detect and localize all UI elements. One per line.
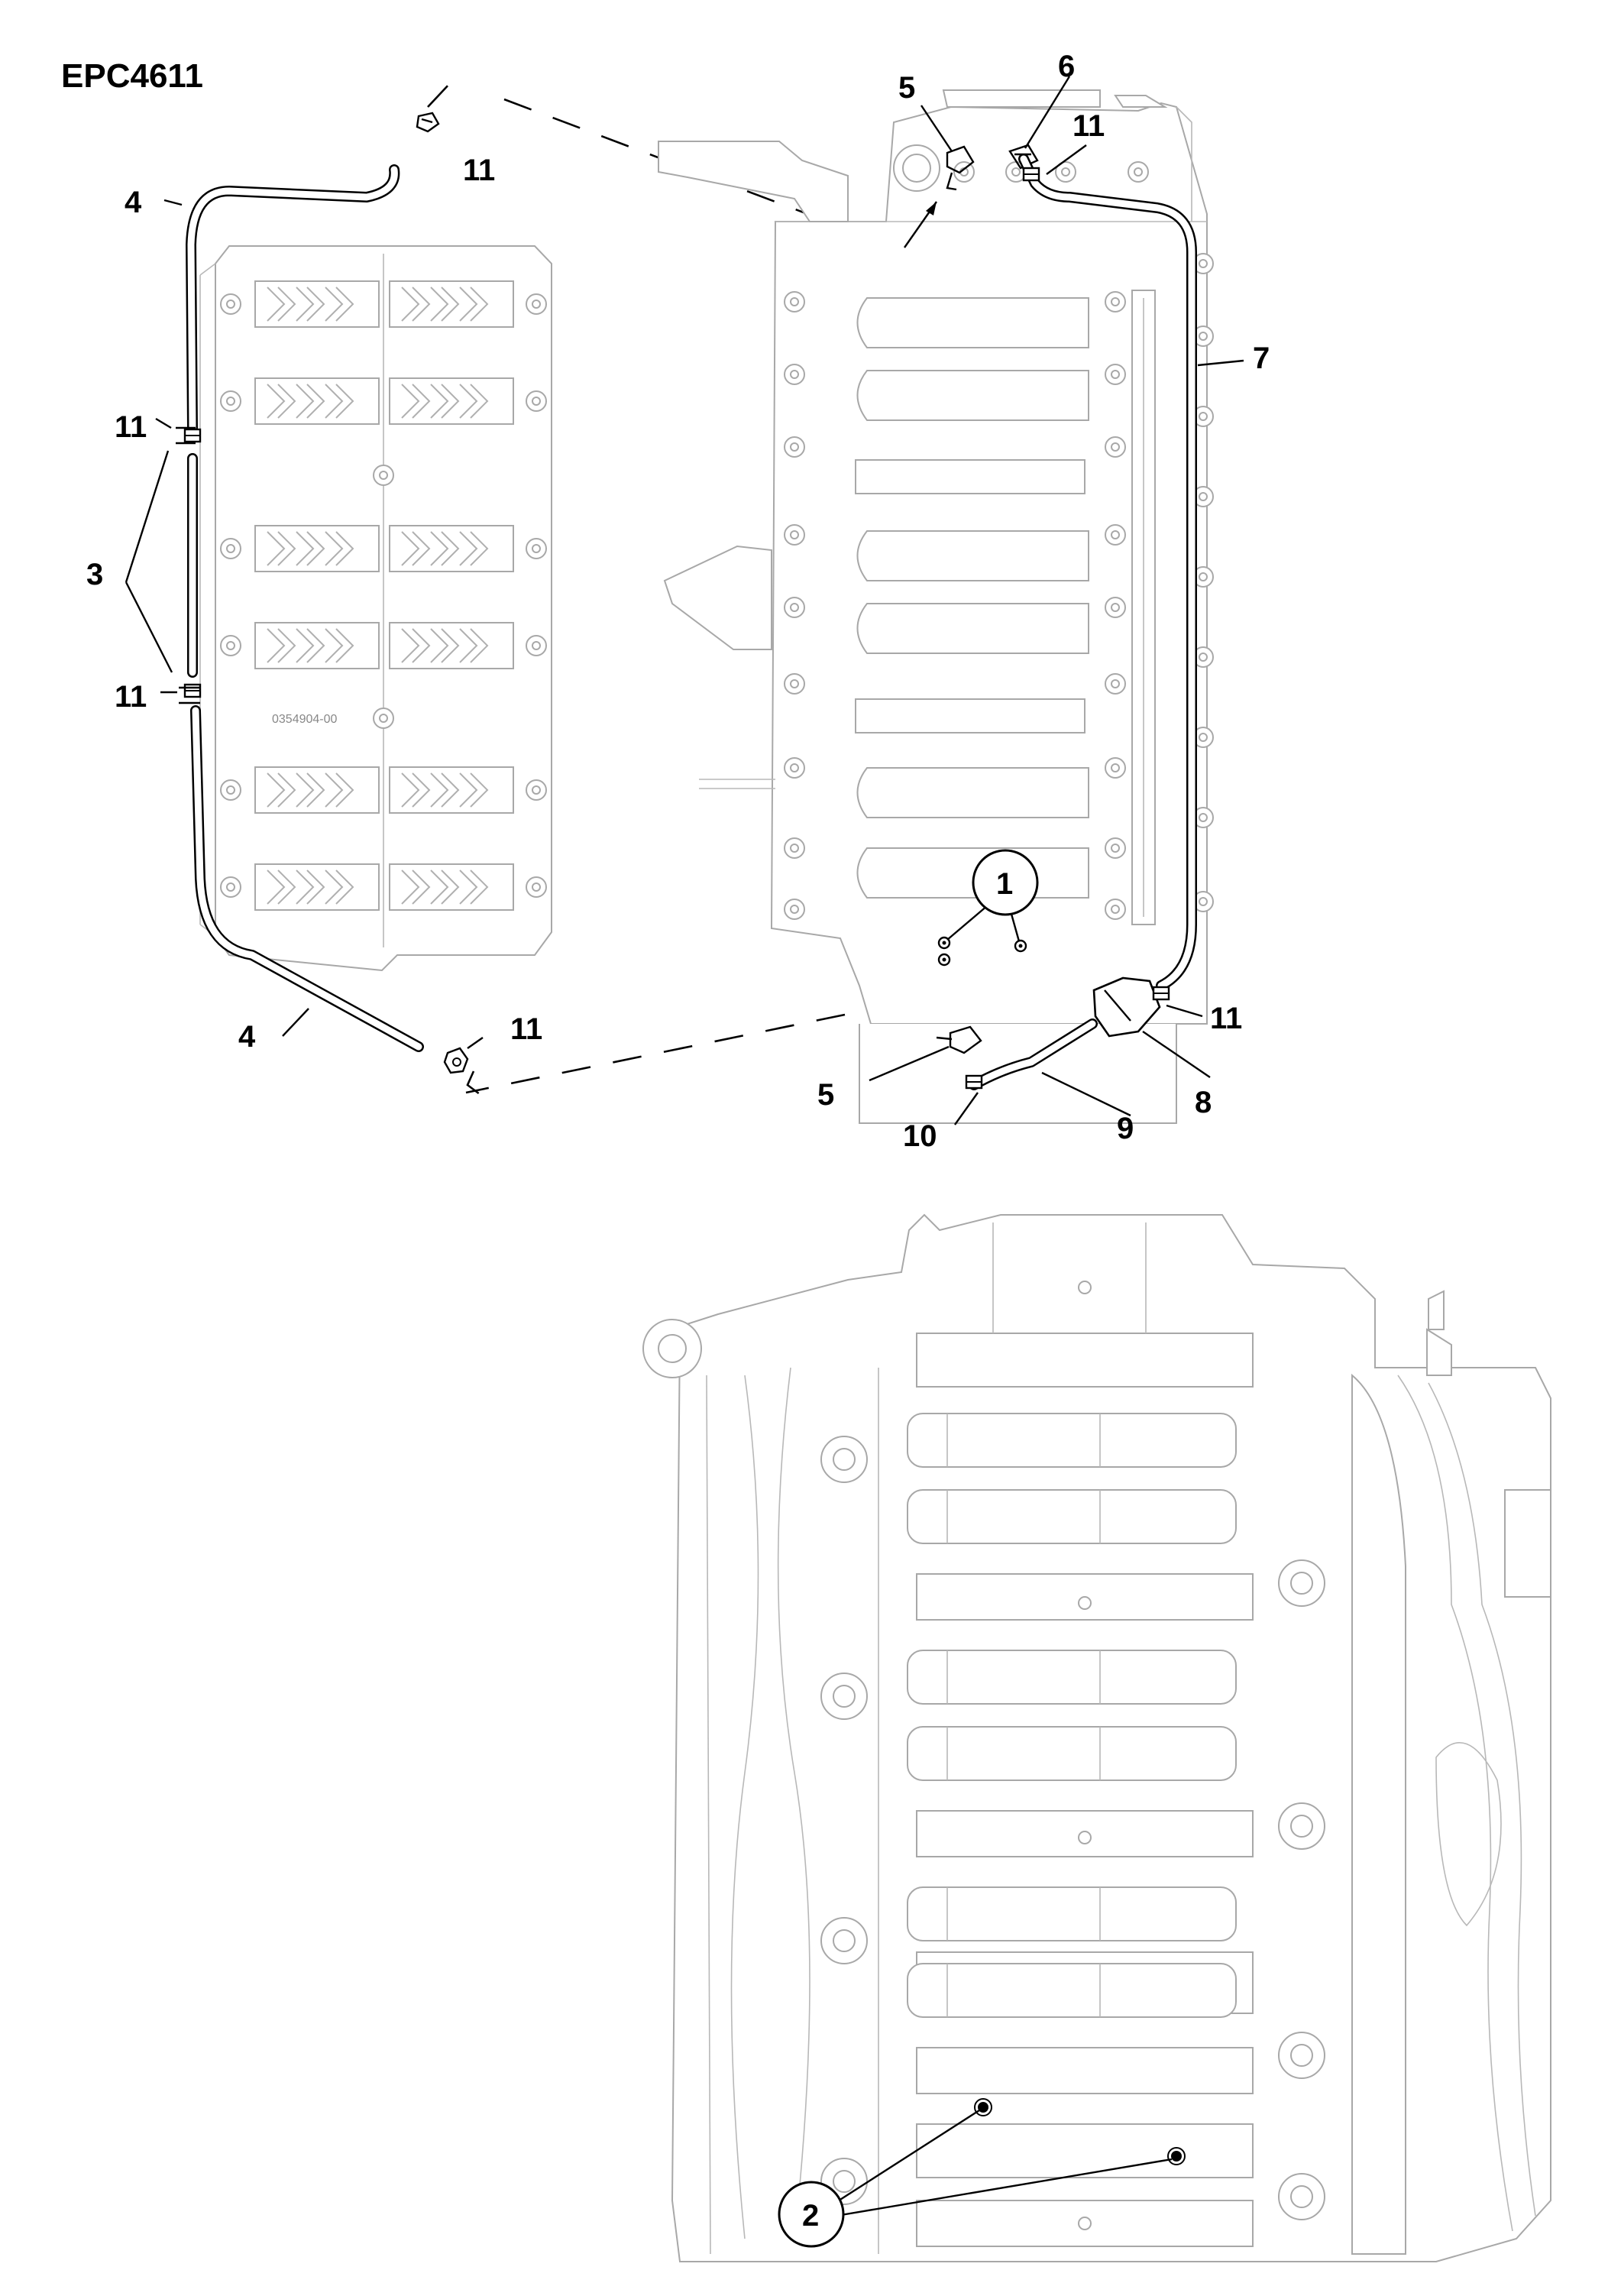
hose-clamp (183, 428, 202, 443)
check-valve-item-8 (1092, 976, 1170, 1038)
callout-11-left-upper: 11 (115, 410, 147, 444)
powerhead-block (642, 1213, 1551, 2262)
left-recirculation-hoses (176, 164, 424, 1052)
callout-7: 7 (1253, 342, 1270, 375)
loose-clamp-bottom (443, 1047, 469, 1074)
plug-item-2-left (974, 2098, 992, 2116)
plug-item-1-b (937, 953, 951, 967)
reed-windows (254, 280, 514, 911)
callout-11-left-lower: 11 (115, 680, 147, 714)
callout-5-top: 5 (898, 71, 915, 105)
callout-5-bottom: 5 (817, 1078, 834, 1112)
diagram-title: EPC4611 (61, 57, 203, 95)
callout-11-right: 11 (1210, 1002, 1242, 1035)
callout-8: 8 (1195, 1086, 1212, 1119)
plug-item-2-right (1167, 2147, 1186, 2165)
hose-clamp (183, 683, 202, 698)
callout-6: 6 (1058, 50, 1075, 83)
part-number-stamp: 0354904-00 (272, 713, 338, 726)
leader-lines (125, 76, 1244, 2217)
callout-1: 1 (996, 867, 1013, 901)
callout-4-top: 4 (125, 186, 142, 219)
callout-3: 3 (86, 558, 103, 591)
callout-circle-1 (972, 849, 1039, 916)
callout-11-top-left: 11 (463, 154, 495, 187)
callout-11-bottom-left: 11 (510, 1012, 542, 1046)
callout-labels: 1 2 3 4 4 5 5 6 7 8 9 10 11 11 11 11 11 … (86, 50, 1270, 2233)
fitting-item-5-top (946, 145, 975, 191)
callout-11-top-right: 11 (1073, 109, 1105, 143)
callout-10: 10 (903, 1119, 937, 1153)
crankcase-cover (658, 89, 1214, 1124)
hose-item-9 (965, 1018, 1098, 1090)
plug-item-1-c (1014, 939, 1027, 953)
callout-4-bottom: 4 (238, 1020, 256, 1054)
plug-item-1-a (937, 936, 951, 950)
fitting-item-5-bottom (936, 1025, 982, 1054)
callout-circle-2 (778, 2181, 845, 2248)
callout-2: 2 (802, 2199, 819, 2233)
reed-plate-assembly: 0354904-00 (199, 245, 552, 972)
loose-clamp-top (416, 112, 440, 133)
recirculation-hose-item-7 (1018, 154, 1197, 991)
cylinder-ports (907, 1413, 1237, 2018)
callout-9: 9 (1117, 1112, 1134, 1145)
